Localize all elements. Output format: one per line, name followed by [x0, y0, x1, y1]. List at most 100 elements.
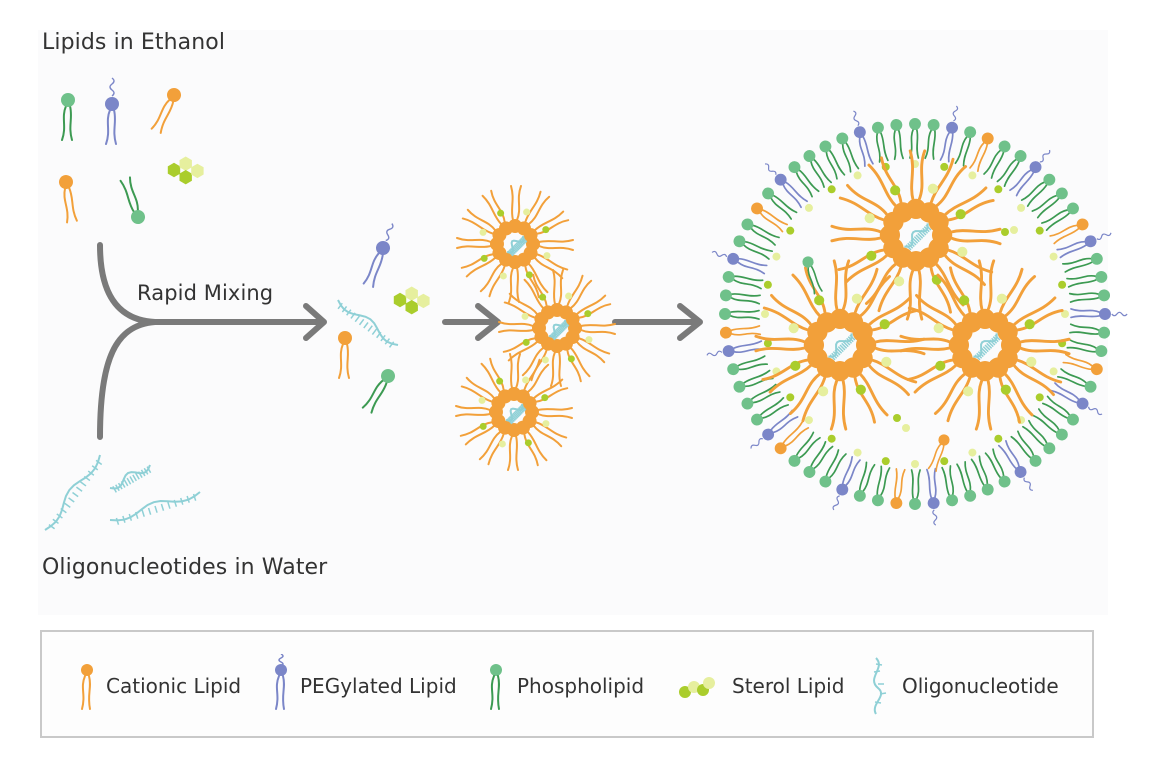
cationic-lipid — [719, 325, 762, 339]
phospho-lipid — [819, 140, 846, 180]
cationic-lipid — [1049, 218, 1089, 245]
phospho-lipid — [1041, 202, 1079, 232]
oligonucleotide — [109, 464, 152, 493]
oligonucleotide — [44, 454, 103, 531]
phospho-lipid — [741, 383, 781, 410]
cationic-lipid — [523, 273, 555, 320]
oligonucleotide — [548, 319, 570, 341]
phospho-lipid — [751, 396, 789, 426]
oligonucleotide — [109, 491, 201, 525]
peg-lipid — [706, 340, 764, 358]
phospholipid-icon — [490, 664, 502, 710]
cationic-lipid — [150, 88, 181, 134]
sterol-lipid — [393, 286, 430, 315]
arrow-3 — [612, 303, 703, 341]
lipid-micelle — [754, 259, 926, 431]
peg-lipid — [711, 250, 768, 275]
phospho-lipid — [119, 176, 145, 224]
lipids-in-ethanol-title: Lipids in Ethanol — [42, 30, 226, 55]
phospho-lipid — [984, 448, 1011, 488]
phospho-lipid — [853, 461, 876, 502]
cationic-lipid — [928, 186, 995, 233]
cationic-lipid — [774, 421, 810, 455]
legend-label-oligo: Oligonucleotide — [902, 674, 1059, 698]
phospho-lipid — [1022, 419, 1056, 455]
cationic-lipid — [969, 132, 994, 173]
phospho-lipid — [819, 449, 847, 488]
phospho-lipid — [1031, 187, 1068, 219]
cationic-lipid — [565, 294, 612, 326]
peg-lipid — [853, 110, 874, 168]
phospho-lipid — [719, 308, 760, 320]
peg-lipid — [939, 105, 959, 163]
lnp-formation-diagram — [44, 77, 1128, 531]
phospho-lipid — [1056, 368, 1097, 393]
lipid-micelle — [455, 353, 573, 471]
phospho-lipid — [733, 235, 774, 260]
legend-label-sterol: Sterol Lipid — [732, 674, 845, 698]
phospho-lipid — [924, 118, 940, 160]
oligonucleotide — [973, 333, 1001, 361]
phospho-lipid — [722, 270, 764, 290]
oligonucleotide — [505, 403, 527, 425]
oligonucleotide — [506, 235, 528, 257]
peg-lipid — [1050, 382, 1103, 416]
legend: Cationic Lipid PEGylated Lipid Phospholi… — [40, 630, 1094, 738]
cationic-lipid — [522, 378, 569, 410]
oligonucleotide — [828, 333, 856, 361]
cationic-lipid — [479, 252, 513, 298]
legend-label-cationic: Cationic Lipid — [106, 674, 242, 698]
peg-lipid — [764, 163, 808, 209]
cationic-lipid — [751, 202, 789, 233]
lipid-micelle — [830, 149, 1002, 321]
phospho-lipid — [1032, 408, 1068, 441]
arrow-2 — [442, 303, 501, 341]
legend-label-phospholipid: Phospholipid — [517, 674, 645, 698]
peg-lipid — [1056, 232, 1112, 259]
phospho-lipid — [970, 455, 994, 496]
phospho-lipid — [954, 126, 977, 167]
phospho-lipid — [1069, 323, 1111, 339]
phospho-lipid — [941, 465, 959, 507]
phospho-lipid — [1066, 270, 1108, 288]
cationic-lipid — [59, 175, 78, 224]
sterol-lipid-icon — [679, 677, 715, 698]
phospho-lipid — [1020, 173, 1056, 207]
phospho-lipid — [61, 93, 75, 141]
phospho-lipid — [1041, 395, 1079, 426]
mixing-path-bottom — [97, 319, 158, 440]
cationic-lipid — [1062, 353, 1103, 376]
phospho-lipid — [1010, 430, 1042, 467]
phospho-lipid — [890, 118, 904, 161]
peg-lipid — [1070, 308, 1128, 320]
phospho-lipid — [1066, 338, 1108, 358]
lipid-nanoparticle — [706, 105, 1128, 526]
oligonucleotide — [904, 223, 932, 251]
phospho-lipid — [909, 469, 921, 510]
phospho-lipid — [788, 161, 820, 198]
phospho-lipid — [956, 460, 977, 502]
lipid-micelle — [498, 269, 616, 387]
lipid-micelle — [899, 259, 1071, 431]
cationic-lipid — [516, 420, 548, 467]
phospho-lipid — [361, 369, 395, 414]
cationic-lipid — [517, 190, 551, 236]
peg-lipid — [832, 455, 861, 511]
cationic-lipid — [890, 468, 906, 510]
peg-lipid — [926, 467, 940, 526]
pegylated-lipid-icon — [275, 654, 287, 710]
phospho-lipid — [803, 440, 834, 478]
phospho-lipid — [741, 218, 780, 246]
oligonucleotides-in-water-title: Oligonucleotides in Water — [42, 555, 328, 580]
sterol-lipid — [167, 156, 204, 185]
phospho-lipid — [719, 289, 761, 305]
cationic-lipid — [933, 357, 983, 423]
phospho-lipid — [762, 187, 798, 220]
oligonucleotide — [337, 299, 399, 348]
cationic-lipid — [460, 246, 507, 278]
phospho-lipid — [1061, 252, 1103, 273]
phospho-lipid — [788, 431, 821, 467]
phospho-lipid — [1068, 289, 1111, 303]
peg-lipid — [362, 223, 394, 288]
